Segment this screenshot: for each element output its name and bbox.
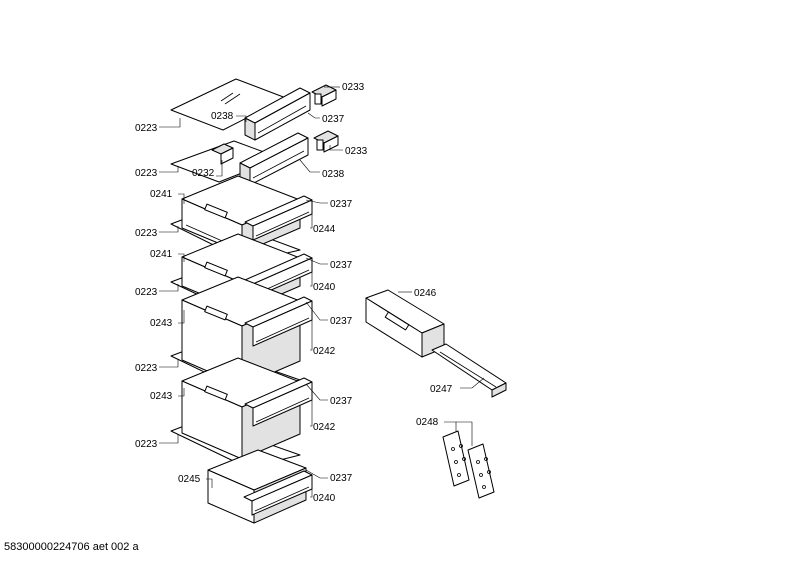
label-0242-1: 0242: [313, 346, 336, 357]
label-0223-4: 0223: [135, 287, 158, 298]
leader-lines: [159, 86, 485, 498]
label-0237-2: 0237: [330, 199, 353, 210]
label-0237-6: 0237: [330, 473, 353, 484]
label-0240-1: 0240: [313, 282, 336, 293]
label-0241-2: 0241: [150, 249, 173, 260]
storage-box-0246: [365, 289, 445, 358]
label-0237-4: 0237: [330, 316, 353, 327]
label-0247: 0247: [430, 384, 453, 395]
label-0238-1: 0238: [211, 111, 234, 122]
label-0244: 0244: [313, 224, 336, 235]
label-0223-5: 0223: [135, 363, 158, 374]
label-0237-1: 0237: [322, 114, 345, 125]
label-0223-3: 0223: [135, 228, 158, 239]
label-0223-2: 0223: [135, 168, 158, 179]
label-0243-1: 0243: [150, 318, 173, 329]
drawer-0243-lower: [181, 357, 313, 460]
label-0248: 0248: [416, 417, 439, 428]
ice-pack-left: [442, 430, 470, 487]
label-0242-2: 0242: [313, 422, 336, 433]
bracket-0232-a: [211, 143, 234, 165]
label-0243-2: 0243: [150, 391, 173, 402]
drawer-0245-bottom: [207, 449, 313, 524]
document-code: 58300000224706 aet 002 a: [4, 541, 139, 553]
label-0223-1: 0223: [135, 123, 158, 134]
slide-rail-0247: [431, 343, 507, 398]
ice-pack-right: [467, 443, 495, 499]
shelf-profile-2: [239, 132, 309, 186]
shelf-profile-top: [244, 87, 311, 141]
label-0232: 0232: [192, 168, 215, 179]
label-0238-2: 0238: [322, 169, 345, 180]
label-0245: 0245: [178, 474, 201, 485]
label-0223-6: 0223: [135, 439, 158, 450]
label-0240-2: 0240: [313, 493, 336, 504]
bracket-0233-lower: [313, 130, 339, 153]
bracket-0233-top: [311, 84, 337, 107]
part-labels: 0223 0223 0223 0223 0223 0223 0238 0238 …: [135, 82, 453, 504]
label-0246: 0246: [414, 288, 437, 299]
label-0233-1: 0233: [342, 82, 365, 93]
label-0237-3: 0237: [330, 260, 353, 271]
label-0237-5: 0237: [330, 396, 353, 407]
label-0233-2: 0233: [345, 146, 368, 157]
label-0241-1: 0241: [150, 189, 173, 200]
